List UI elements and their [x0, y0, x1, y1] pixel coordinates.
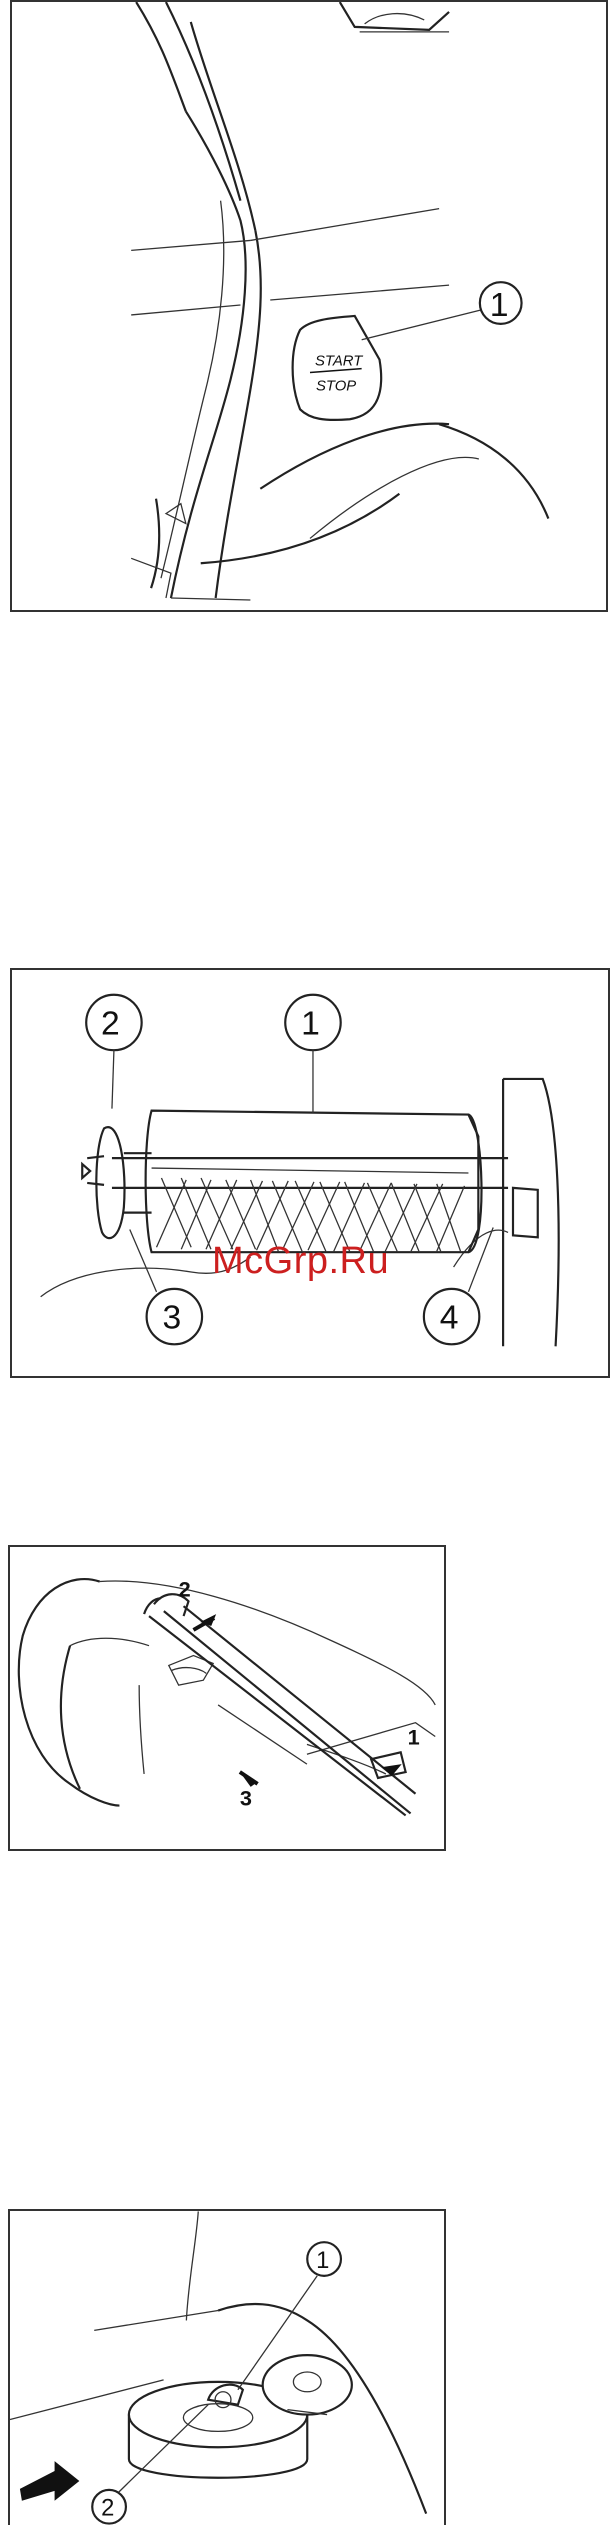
- callout-3: 3: [162, 1299, 181, 1336]
- figure-bobbin-winder: 1 2: [8, 2209, 446, 2525]
- thread-guide-illustration: 2 3 1: [10, 1547, 444, 1849]
- button-label-stop: STOP: [316, 378, 356, 394]
- step-2-label: 2: [179, 1576, 191, 1601]
- figure-spool-holder: 2 1 3 4: [10, 968, 610, 1378]
- callout-1: 1: [316, 2247, 329, 2274]
- figure-start-stop: START STOP 1: [10, 0, 608, 612]
- watermark: McGrp.Ru: [212, 1240, 389, 1283]
- bobbin-illustration: 1 2: [10, 2211, 444, 2525]
- step-3-label: 3: [240, 1786, 252, 1811]
- figure-thread-guide: 2 3 1: [8, 1545, 446, 1851]
- spool-illustration: 2 1 3 4: [12, 970, 608, 1376]
- step-1-label: 1: [408, 1724, 420, 1749]
- callout-4: 4: [440, 1299, 459, 1336]
- start-stop-illustration: START STOP 1: [12, 2, 606, 610]
- callout-2: 2: [101, 2495, 114, 2522]
- button-label-start: START: [315, 354, 363, 370]
- callout-1: 1: [490, 286, 509, 324]
- callout-2: 2: [101, 1005, 120, 1042]
- callout-1: 1: [301, 1005, 320, 1042]
